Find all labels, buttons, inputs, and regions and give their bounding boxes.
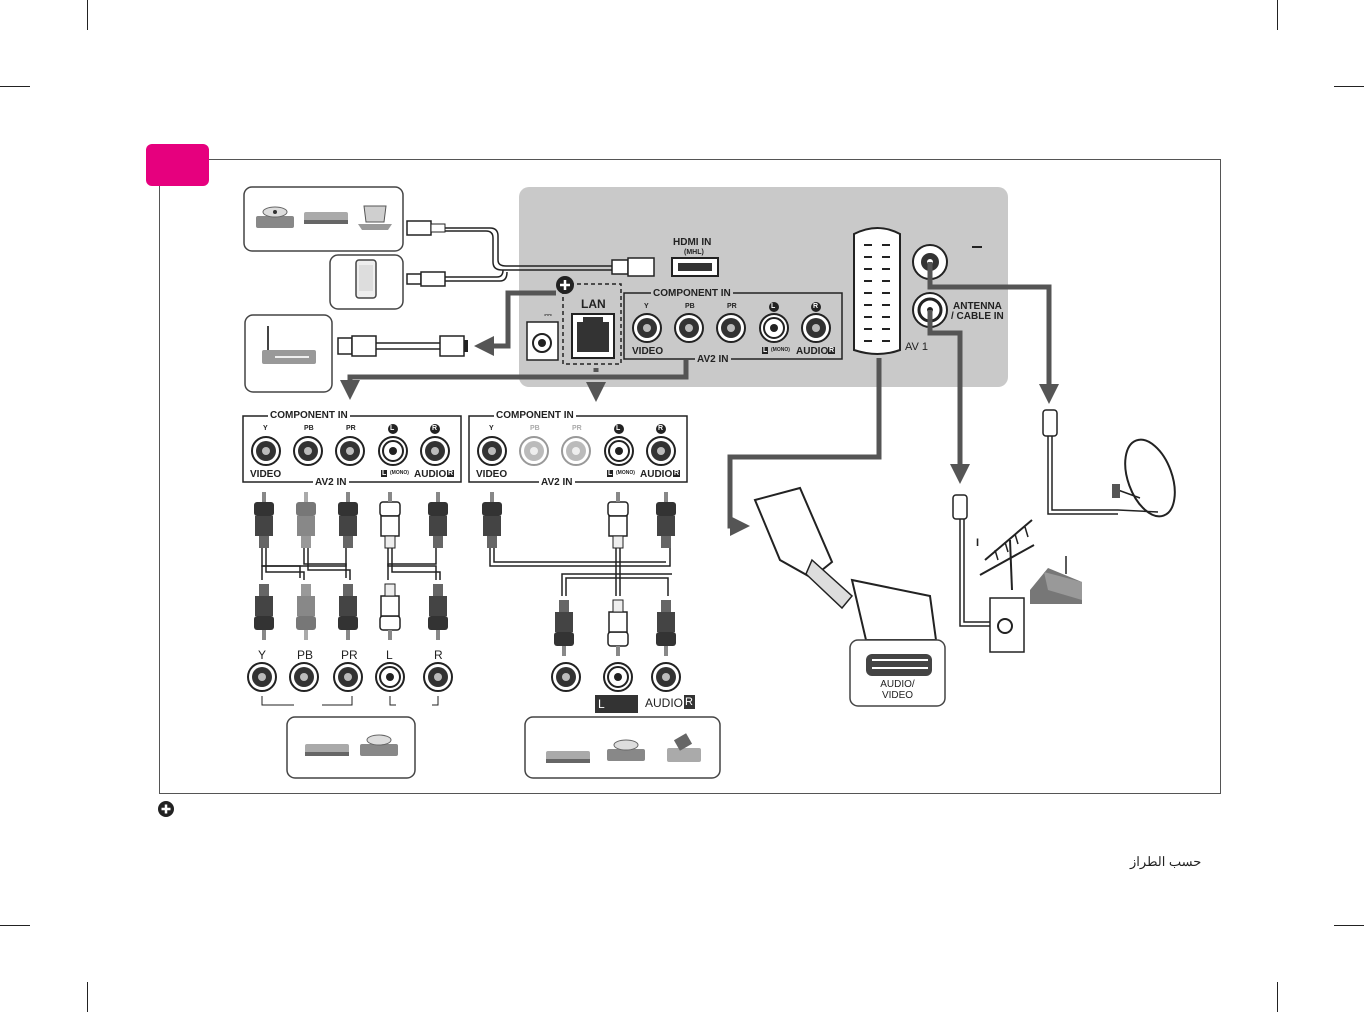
av2-in-label: AV2 IN (695, 354, 731, 365)
right-l-marker: L (616, 425, 620, 432)
composite-audio-label: AUDIO (645, 696, 683, 710)
right-y-label: Y (489, 425, 494, 432)
mono-label: (MONO) (771, 347, 790, 353)
left-video-label: VIDEO (250, 469, 281, 480)
audio-label: AUDIO (796, 346, 828, 357)
left-r-marker: R (432, 425, 437, 432)
mhl-label: (MHL) (684, 249, 704, 256)
pr-label: PR (727, 303, 737, 310)
right-l-box: L (607, 470, 613, 477)
pb-label: PB (685, 303, 695, 310)
set-top-box-icon (305, 744, 349, 756)
hdmi-plug-icon (407, 221, 445, 235)
right-r-marker: R (658, 425, 663, 432)
right-pb-label: PB (530, 425, 540, 432)
component-in-label: COMPONENT IN (651, 288, 733, 299)
left-y-label: Y (263, 425, 268, 432)
hdmi-in-label: HDMI IN (673, 237, 711, 248)
composite-r-label: R (685, 696, 693, 708)
ethernet-plug-icon (338, 336, 468, 356)
l-box-label: L (762, 347, 768, 354)
right-av2-in-label: AV2 IN (539, 477, 575, 488)
rca-plug-icon (254, 492, 448, 548)
cable-pb-label: PB (297, 648, 313, 662)
left-component-in-label: COMPONENT IN (268, 410, 350, 421)
cable-in-label: / CABLE IN (951, 311, 1004, 322)
left-l-marker: L (390, 425, 394, 432)
dc-symbol: ⎓ (544, 310, 552, 321)
composite-l-label: L (598, 697, 605, 711)
cable-y-label: Y (258, 648, 266, 662)
lan-label: LAN (581, 297, 606, 311)
svg-text:I: I (976, 537, 979, 549)
right-pr-label: PR (572, 425, 582, 432)
l-marker: L (771, 303, 775, 310)
right-video-label: VIDEO (476, 469, 507, 480)
left-pb-label: PB (304, 425, 314, 432)
right-audio-label: AUDIO (640, 469, 672, 480)
left-l-box: L (381, 470, 387, 477)
y-label: Y (644, 303, 649, 310)
house-icon (1030, 556, 1082, 604)
scart-label-line1: AUDIO/ (850, 679, 945, 690)
wall-outlet-icon (990, 598, 1024, 652)
r-marker: R (813, 303, 818, 310)
left-r-box: R (447, 470, 454, 477)
right-r-box: R (673, 470, 680, 477)
scart-label-line2: VIDEO (850, 690, 945, 701)
smartphone-icon (356, 260, 376, 298)
model-note: حسب الطراز (1130, 854, 1201, 870)
satellite-dish-icon (1043, 410, 1184, 523)
set-top-box-icon (546, 751, 590, 763)
usb-plug-icon (407, 272, 445, 286)
right-mono-label: (MONO) (616, 470, 635, 476)
cable-pr-label: PR (341, 648, 358, 662)
cable-r-label: R (434, 648, 443, 662)
left-audio-label: AUDIO (414, 469, 446, 480)
left-av2-in-label: AV2 IN (313, 477, 349, 488)
video-label: VIDEO (632, 346, 663, 357)
right-component-in-label: COMPONENT IN (494, 410, 576, 421)
scart-label: AUDIO/ VIDEO (850, 679, 945, 701)
cable-l-label: L (386, 648, 393, 662)
plus-circle-icon (157, 800, 175, 823)
left-pr-label: PR (346, 425, 356, 432)
r-box-label: R (828, 347, 835, 354)
set-top-box-icon (304, 212, 348, 224)
left-mono-label: (MONO) (390, 470, 409, 476)
av1-label: AV 1 (905, 341, 928, 353)
scart-plug-icon (755, 488, 936, 640)
